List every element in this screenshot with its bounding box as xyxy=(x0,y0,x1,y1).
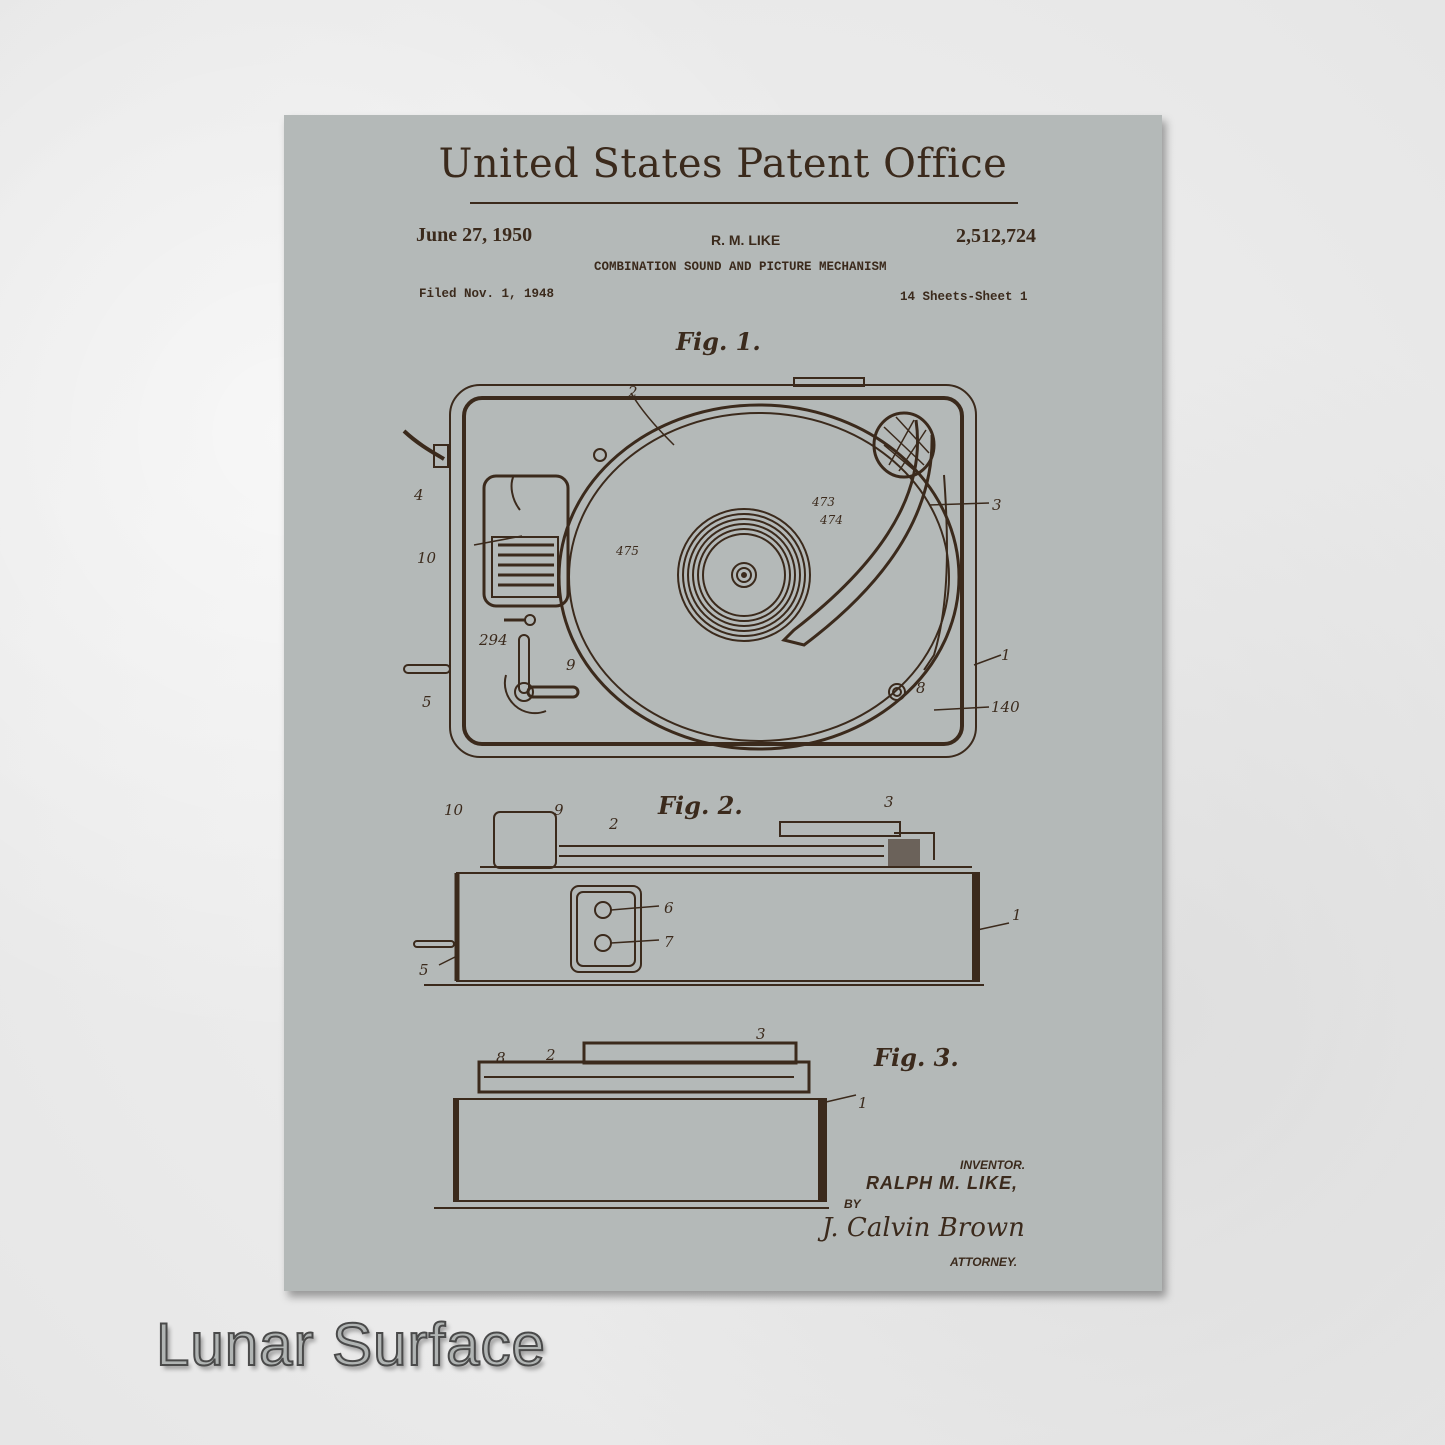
ref-8: 8 xyxy=(916,679,926,697)
figure-2-label: Fig. 2. xyxy=(658,791,743,820)
ref-2: 2 xyxy=(627,383,638,401)
patent-date: June 27, 1950 xyxy=(416,224,533,246)
patent-subject: COMBINATION SOUND AND PICTURE MECHANISM xyxy=(594,260,887,274)
ref-474: 474 xyxy=(819,513,843,527)
by-label: BY xyxy=(844,1197,861,1211)
fig2-ref-5: 5 xyxy=(419,961,429,979)
fig3-ref-8: 8 xyxy=(496,1049,506,1067)
figure-1-drawing xyxy=(402,377,1002,758)
attorney-label: ATTORNEY. xyxy=(950,1255,1018,1269)
ref-294: 294 xyxy=(478,631,508,649)
ref-1: 1 xyxy=(1001,646,1011,664)
fig3-ref-2: 2 xyxy=(545,1046,556,1064)
fig3-ref-1: 1 xyxy=(858,1094,868,1112)
fig2-ref-6: 6 xyxy=(664,899,674,917)
inventor-label: INVENTOR. xyxy=(960,1158,1026,1172)
fig2-ref-9: 9 xyxy=(554,801,564,819)
ref-473: 473 xyxy=(811,495,835,509)
fig2-ref-3: 3 xyxy=(884,793,894,811)
filed-date: Filed Nov. 1, 1948 xyxy=(419,287,555,301)
fig3-ref-3: 3 xyxy=(756,1025,766,1043)
fig2-ref-7: 7 xyxy=(664,933,674,951)
patent-drawings: 2 4 10 473 474 475 3 294 9 5 1 8 140 10 … xyxy=(402,377,1022,1209)
figure-3-drawing xyxy=(434,1041,857,1209)
ref-5: 5 xyxy=(422,693,432,711)
figure-3-label: Fig. 3. xyxy=(874,1043,959,1072)
fig2-ref-10: 10 xyxy=(444,801,464,819)
title-divider xyxy=(470,202,1018,204)
attorney-signature: J. Calvin Brown xyxy=(822,1213,1025,1243)
ref-9: 9 xyxy=(566,656,576,674)
inventor-short-name: R. M. LIKE xyxy=(711,232,781,248)
sheet-count: 14 Sheets-Sheet 1 xyxy=(900,290,1028,304)
ref-475: 475 xyxy=(615,544,639,558)
patent-office-title: United States Patent Office xyxy=(438,141,1008,187)
fig2-ref-2: 2 xyxy=(608,815,619,833)
fig2-ref-1: 1 xyxy=(1012,906,1022,924)
inventor-name: RALPH M. LIKE, xyxy=(866,1173,1018,1193)
ref-140: 140 xyxy=(991,698,1020,716)
patent-number: 2,512,724 xyxy=(956,225,1036,247)
figure-1-label: Fig. 1. xyxy=(676,327,761,356)
color-variant-caption: Lunar Surface xyxy=(155,1310,546,1379)
patent-print-panel: United States Patent Office June 27, 195… xyxy=(284,115,1162,1291)
ref-3: 3 xyxy=(992,496,1002,514)
ref-10: 10 xyxy=(417,549,437,567)
figure-2-drawing xyxy=(413,811,1010,986)
ref-4: 4 xyxy=(413,486,424,504)
